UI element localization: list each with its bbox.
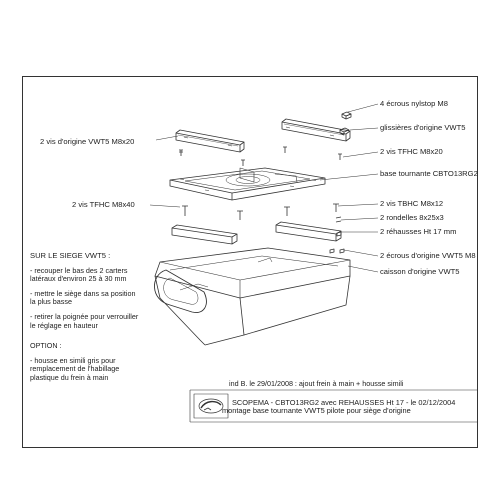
slide-rail-right <box>281 118 351 142</box>
label-tbhc-screws-m8x12: 2 vis TBHC M8x12 <box>380 199 444 208</box>
revision-note: ind B. le 29/01/2008 : ajout frein à mai… <box>229 379 404 388</box>
label-washers: 2 rondelles 8x25x3 <box>380 213 444 222</box>
label-nylstop-nuts: 4 écrous nylstop M8 <box>380 99 448 108</box>
label-swivel-base: base tournante CBTO13RG2 <box>380 169 478 178</box>
riser-block-right <box>275 221 342 242</box>
title-block-frame <box>189 389 478 423</box>
note-item-3: - retirer la poignée pour verrouiller le… <box>30 311 139 330</box>
assembly-notes: SUR LE SIEGE VWT5 : - recouper le bas de… <box>30 251 142 389</box>
slide-rail-left <box>175 129 245 153</box>
drawing-sheet <box>22 76 478 448</box>
screw-parts-upper <box>179 146 342 166</box>
label-origin-nuts: 2 écrous d'origine VWT5 M8 <box>380 251 476 260</box>
option-heading: OPTION : <box>30 341 62 351</box>
title-block-line-1: SCOPEMA - CBTO13RG2 avec REHAUSSES Ht 17… <box>232 398 456 407</box>
label-slide-rails: glissières d'origine VWT5 <box>380 123 466 132</box>
label-tfhc-screws-m8x40: 2 vis TFHC M8x40 <box>72 200 135 209</box>
option-item: - housse en simili gris pour remplacemen… <box>30 355 120 382</box>
swivel-base-plate <box>169 167 326 201</box>
notes-heading: SUR LE SIEGE VWT5 : <box>30 251 111 260</box>
seat-box <box>154 247 351 346</box>
label-seat-box: caisson d'origine VWT5 <box>380 267 460 276</box>
title-block-line-2: montage base tournante VWT5 pilote pour … <box>222 406 411 415</box>
screw-parts-lower <box>182 203 345 254</box>
scopema-logo <box>193 393 229 419</box>
note-item-1: - recouper le bas des 2 carters latéraux… <box>30 265 128 284</box>
riser-block-left <box>171 224 238 245</box>
label-risers: 2 réhausses Ht 17 mm <box>380 227 457 236</box>
note-item-2: - mettre le siège dans sa position la pl… <box>30 288 136 307</box>
label-origin-screws-m8x20: 2 vis d'origine VWT5 M8x20 <box>40 137 135 146</box>
label-tfhc-screws-m8x20: 2 vis TFHC M8x20 <box>380 147 443 156</box>
leader-lines <box>149 103 379 273</box>
